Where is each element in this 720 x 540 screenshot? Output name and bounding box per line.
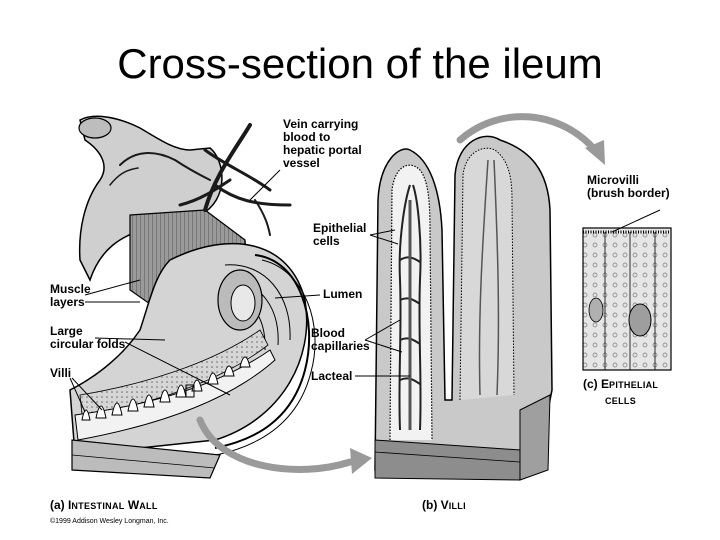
copyright-notice: ©1999 Addison Wesley Longman, Inc. (50, 518, 169, 525)
label-line: cells (313, 234, 340, 248)
caption-rest: ILLI (448, 501, 466, 511)
label-muscle-layers: Muscle layers (50, 283, 91, 309)
caption-initial: I (68, 498, 72, 512)
caption-intestinal-wall: (a) INTESTINAL WALL (50, 498, 158, 512)
label-line: Large (50, 324, 83, 338)
label-vein: Vein carrying blood to hepatic portal ve… (283, 118, 362, 170)
label-line: Muscle (50, 282, 91, 296)
label-line: Blood (311, 326, 345, 340)
slide-title: Cross-section of the ileum (117, 40, 603, 87)
label-vein-line: Vein carrying (283, 117, 359, 131)
caption-letter: (a) (50, 498, 65, 512)
caption-villi: (b) VILLI (422, 498, 466, 512)
caption-initial: E (601, 377, 610, 391)
label-villi: Villi (50, 366, 72, 380)
label-line: (brush border) (587, 186, 670, 200)
caption-letter: (c) (583, 377, 598, 391)
caption-epithelial-cells: (c) EPITHELIAL CELLS (583, 377, 658, 409)
caption-rest: PITHELIAL (609, 380, 659, 390)
label-vein-line: blood to (283, 130, 331, 144)
label-circular-folds: Large circular folds (50, 325, 125, 351)
caption-rest: CELLS (605, 396, 637, 406)
caption-letter: (b) (422, 498, 438, 512)
villi-block (374, 135, 553, 481)
label-line: circular folds (50, 337, 126, 351)
caption-initial: W (127, 498, 140, 512)
label-line: Microvilli (587, 173, 640, 187)
label-line: capillaries (311, 339, 370, 353)
caption-rest: ALL (139, 501, 158, 511)
label-vein-line: hepatic portal (283, 143, 362, 157)
label-blood-capillaries: Blood capillaries (311, 327, 370, 353)
label-line: layers (50, 295, 85, 309)
label-epithelial-cells: Epithelial cells (313, 222, 366, 248)
intestinal-tube (69, 115, 316, 479)
caption-initial: V (440, 498, 449, 512)
label-line: Epithelial (313, 221, 367, 235)
label-microvilli: Microvilli (brush border) (587, 174, 670, 200)
label-lacteal: Lacteal (311, 369, 353, 383)
epithelial-cells-box (582, 227, 672, 371)
caption-rest: NTESTINAL (71, 501, 125, 511)
label-lumen: Lumen (323, 287, 363, 301)
label-vein-line: vessel (283, 156, 320, 170)
